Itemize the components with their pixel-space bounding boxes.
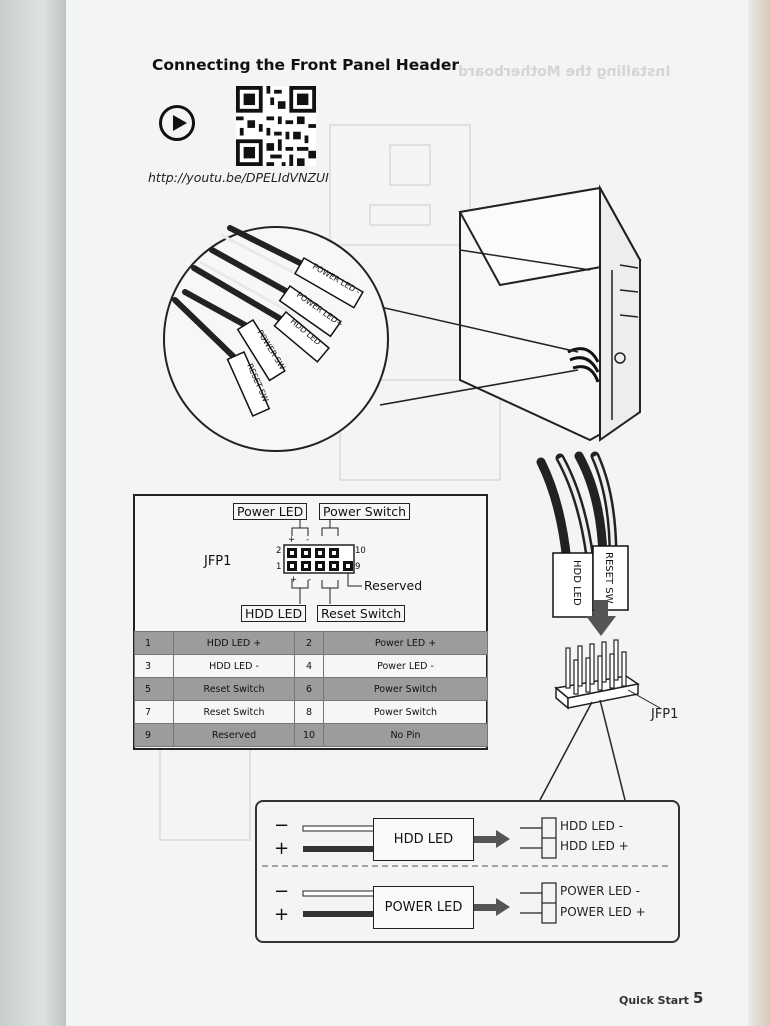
minus-sign-power: −: [274, 881, 290, 902]
pin-number-10: 10: [355, 546, 366, 556]
connector-label-hdd-led: HDD LED: [571, 560, 582, 606]
power-led-minus-label: POWER LED -: [560, 884, 640, 898]
video-link[interactable]: http://youtu.be/DPELIdVNZUI: [148, 170, 329, 185]
previous-page-edge: [0, 0, 72, 1026]
table-row: 1 HDD LED + 2 Power LED +: [134, 631, 488, 655]
pin-number-1: 1: [276, 562, 282, 572]
polarity-minus-bottom: -: [308, 575, 312, 585]
reserved-label: Reserved: [364, 578, 423, 593]
polarity-minus-top: -: [306, 535, 310, 545]
plus-sign-power: +: [274, 904, 290, 925]
table-row: 7 Reset Switch 8 Power Switch: [134, 700, 488, 724]
polarity-plus-bottom: +: [290, 575, 298, 585]
pin-table: 1 HDD LED + 2 Power LED + 3 HDD LED - 4 …: [134, 631, 488, 747]
pin-number-2: 2: [276, 546, 282, 556]
hdd-led-plus-label: HDD LED +: [560, 839, 629, 853]
hdd-led-connector: HDD LED: [373, 818, 474, 861]
play-icon[interactable]: [159, 105, 195, 141]
connector-label-reset-sw: RESET SW: [603, 552, 614, 604]
label-power-switch: Power Switch: [319, 503, 411, 520]
table-row: 5 Reset Switch 6 Power Switch: [134, 677, 488, 701]
label-hdd-led: HDD LED: [241, 605, 307, 622]
pin-number-9: 9: [355, 562, 361, 572]
polarity-plus-top: +: [288, 535, 296, 545]
minus-sign-hdd: −: [274, 815, 290, 836]
power-led-plus-label: POWER LED +: [560, 905, 646, 919]
power-led-connector: POWER LED: [373, 886, 474, 929]
jfp1-label: JFP1: [204, 554, 232, 569]
header-callout-label: JFP1: [651, 707, 679, 722]
table-row: 3 HDD LED - 4 Power LED -: [134, 654, 488, 678]
table-row: 9 Reserved 10 No Pin: [134, 723, 488, 747]
next-page-edge: [748, 0, 770, 1026]
polarity-box: [255, 800, 680, 943]
footer-section: Quick Start: [619, 994, 689, 1007]
page-number: 5: [693, 989, 704, 1007]
plus-sign-hdd: +: [274, 838, 290, 859]
label-power-led: Power LED: [233, 503, 308, 520]
hdd-led-minus-label: HDD LED -: [560, 819, 623, 833]
page-title: Connecting the Front Panel Header: [152, 56, 459, 74]
label-reset-switch: Reset Switch: [317, 605, 406, 622]
qr-code-icon[interactable]: [236, 86, 316, 166]
